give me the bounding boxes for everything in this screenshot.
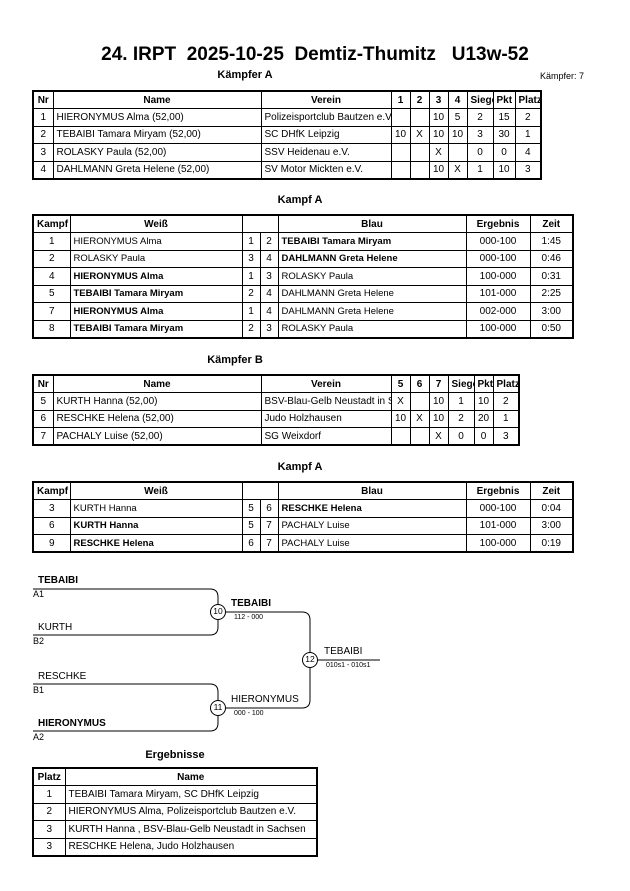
entry-3-name: RESCHKE [38,671,87,682]
result-name: KURTH Hanna , BSV-Blau-Gelb Neustadt in … [64,820,318,839]
fighter-nr: 7 [32,427,54,446]
fighter-club: SG Weixdorf [260,427,392,446]
semifinal-2-score: 000 - 100 [234,710,264,717]
entry-1-tag: A1 [33,589,45,599]
fighter-wins: 0 [447,427,475,446]
final-winner: TEBAIBI [324,646,363,657]
fighters-count: Kämpfer: 7 [540,71,585,81]
col-name: Name [64,767,318,786]
node-final [302,652,318,668]
pool-a-heading: Kämpfer A [217,69,273,81]
result-place: 1 [32,785,66,804]
page-title: 24. IRPT 2025-10-25 Demtiz-Thumitz U13w-… [101,44,529,65]
results-header-row: Platz Name [32,767,318,786]
entry-4-name: HIERONYMUS [38,718,106,729]
fighter-place: 3 [514,160,542,179]
node-semifinal-2 [210,700,226,716]
node-semifinal-1 [210,604,226,620]
fight-time: 0:50 [529,319,574,338]
entry-3-tag: B1 [33,685,45,695]
entry-2-tag: B2 [33,636,45,646]
col-place: Platz [514,90,542,109]
semifinal-1-score: 112 - 000 [234,614,264,621]
blue-fighter: PACHALY Luise [277,534,467,553]
result-name: RESCHKE Helena, Judo Holzhausen [64,837,318,856]
fight-time: 0:19 [529,534,574,553]
fights-a-heading: Kampf A [277,194,323,206]
col-place: Platz [32,767,66,786]
result-place: 3 [32,837,66,856]
semifinal-2-number: 11 [213,702,223,712]
results-heading: Ergebnisse [145,749,205,761]
result-name: HIERONYMUS Alma, Polizeisportclub Bautze… [64,802,318,821]
final-number: 12 [305,654,315,664]
result-name: TEBAIBI Tamara Miryam, SC DHfK Leipzig [64,785,318,804]
semifinal-2-winner: HIERONYMUS [231,694,299,705]
blue-fighter: ROLASKY Paula [277,319,467,338]
result-place: 3 [32,820,66,839]
entry-4-tag: A2 [33,732,45,742]
fights-a-header-row: Kampf Weiß Blau Ergebnis Zeit [32,214,574,233]
pool-b-heading: Kämpfer B [207,354,263,366]
semifinal-1-number: 10 [213,606,223,616]
entry-2-name: KURTH [38,622,73,633]
final-score: 010s1 - 010s1 [326,662,371,669]
pool-a-table: Nr Name Verein 1 2 3 4 Siege Pkt Platz 1… [32,90,542,180]
semifinal-1-winner: TEBAIBI [231,598,271,609]
fight-time: 0:31 [529,267,574,286]
fights-b-heading: Kampf A [277,461,323,473]
entry-1-name: TEBAIBI [38,575,78,586]
fighter-place: 3 [492,427,520,446]
result-place: 2 [32,802,66,821]
pool-b-table: Nr Name Verein 5 6 7 Siege Pkt Platz 5KU… [32,374,520,446]
